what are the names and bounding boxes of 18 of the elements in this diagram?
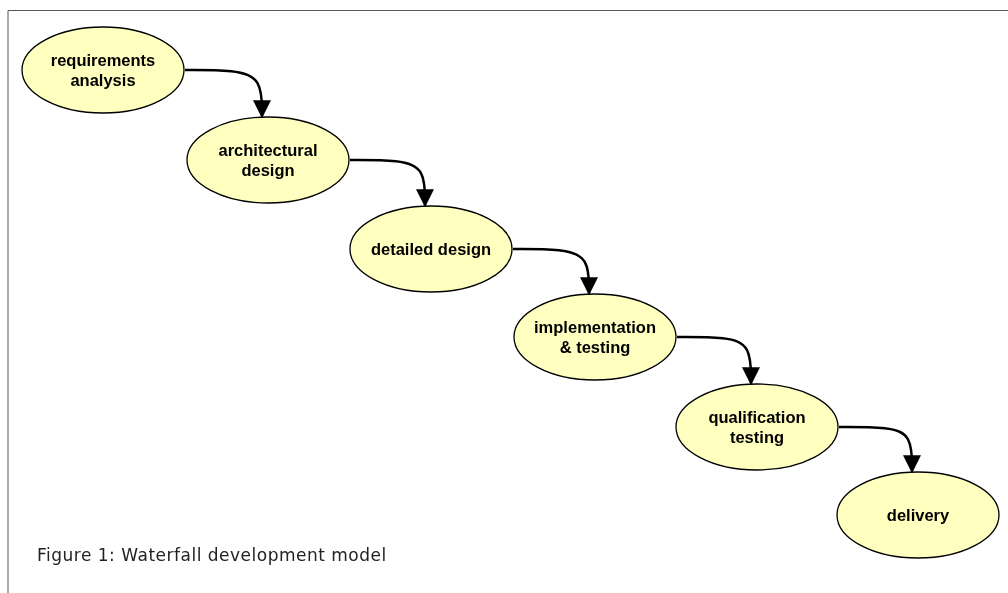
node-label: delivery xyxy=(885,505,951,525)
arrow xyxy=(350,158,434,208)
process-ellipse xyxy=(513,293,677,381)
node-label: requirements analysis xyxy=(49,50,157,90)
process-ellipse xyxy=(836,471,1000,559)
node-label: implementation & testing xyxy=(533,317,657,357)
process-ellipse xyxy=(186,116,350,204)
figure-caption: Figure 1: Waterfall development model xyxy=(37,545,387,565)
arrow xyxy=(185,68,271,119)
arrow xyxy=(839,425,921,474)
arrow xyxy=(677,335,760,386)
arrow xyxy=(513,247,598,296)
process-ellipse xyxy=(349,205,513,293)
node-label: qualification testing xyxy=(707,407,807,447)
process-ellipse xyxy=(21,26,185,114)
node-label: architectural design xyxy=(217,140,319,180)
node-label: detailed design xyxy=(369,239,493,259)
process-ellipse xyxy=(675,383,839,471)
